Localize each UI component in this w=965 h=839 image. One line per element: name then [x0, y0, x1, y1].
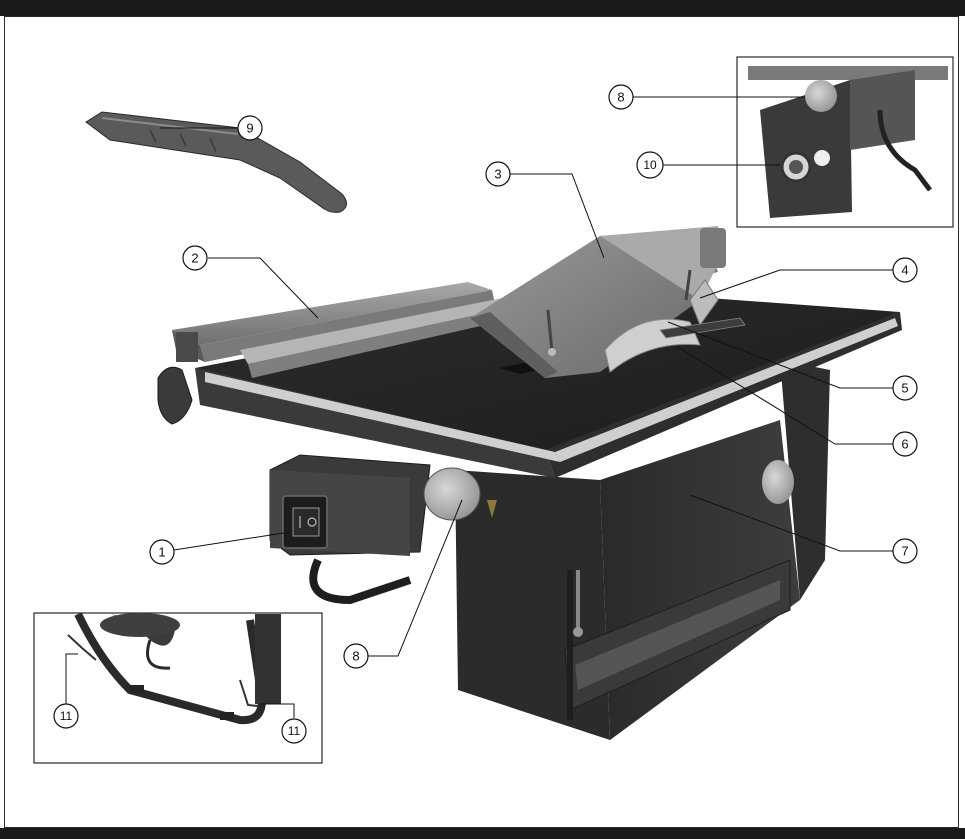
callout-4 — [892, 257, 918, 283]
callout-label-4: 4 — [901, 263, 908, 278]
callout-11a — [53, 703, 79, 729]
callout-label-6: 6 — [901, 437, 908, 452]
callout-10 — [636, 151, 664, 179]
callout-label-3: 3 — [494, 167, 501, 182]
inset-detail-top — [736, 56, 954, 228]
callout-11b — [281, 718, 307, 744]
leader-8b — [368, 499, 463, 657]
callout-8b — [343, 643, 369, 669]
leader-6 — [675, 345, 893, 445]
push-stick — [85, 111, 347, 213]
callout-label-9: 9 — [246, 121, 253, 136]
fence-lock-knob[interactable] — [157, 366, 193, 425]
page-frame — [4, 16, 959, 828]
callouts — [53, 84, 918, 744]
callout-label-1: 1 — [158, 545, 165, 560]
callout-8a — [608, 84, 634, 110]
leader-4 — [699, 269, 893, 299]
riving-knife — [689, 279, 719, 327]
callout-label-5: 5 — [901, 381, 908, 396]
leader-2 — [208, 257, 319, 319]
top-border-bar — [0, 0, 965, 16]
callout-labels: 1 2 3 4 5 6 7 8 8 9 10 11 11 — [60, 90, 909, 739]
callout-label-10: 10 — [643, 158, 657, 172]
tilt-lock-knob[interactable] — [423, 467, 497, 521]
callout-label-7: 7 — [901, 544, 908, 559]
callout-label-11a: 11 — [60, 709, 73, 723]
leader-5 — [667, 321, 893, 389]
leader-7 — [689, 494, 893, 552]
leader-11b — [260, 703, 295, 718]
callout-label-8a: 8 — [617, 90, 624, 105]
callout-3 — [485, 161, 511, 187]
leader-11a — [65, 653, 78, 704]
table-insert — [659, 317, 746, 339]
on-off-switch[interactable] — [282, 495, 328, 549]
inset-detail-bottom — [33, 612, 323, 764]
callout-9 — [237, 115, 263, 141]
callout-label-8b: 8 — [352, 649, 359, 664]
callout-label-2: 2 — [191, 251, 198, 266]
callout-7 — [892, 538, 918, 564]
callout-6 — [892, 431, 918, 457]
callout-2 — [182, 245, 208, 271]
callout-5 — [892, 375, 918, 401]
leader-3 — [510, 173, 605, 259]
leader-lines — [65, 96, 893, 718]
bottom-border-bar — [0, 828, 965, 839]
leader-1 — [173, 531, 291, 551]
saw-cabinet — [455, 360, 830, 740]
callout-1 — [149, 539, 175, 565]
callout-label-11b: 11 — [288, 724, 301, 738]
